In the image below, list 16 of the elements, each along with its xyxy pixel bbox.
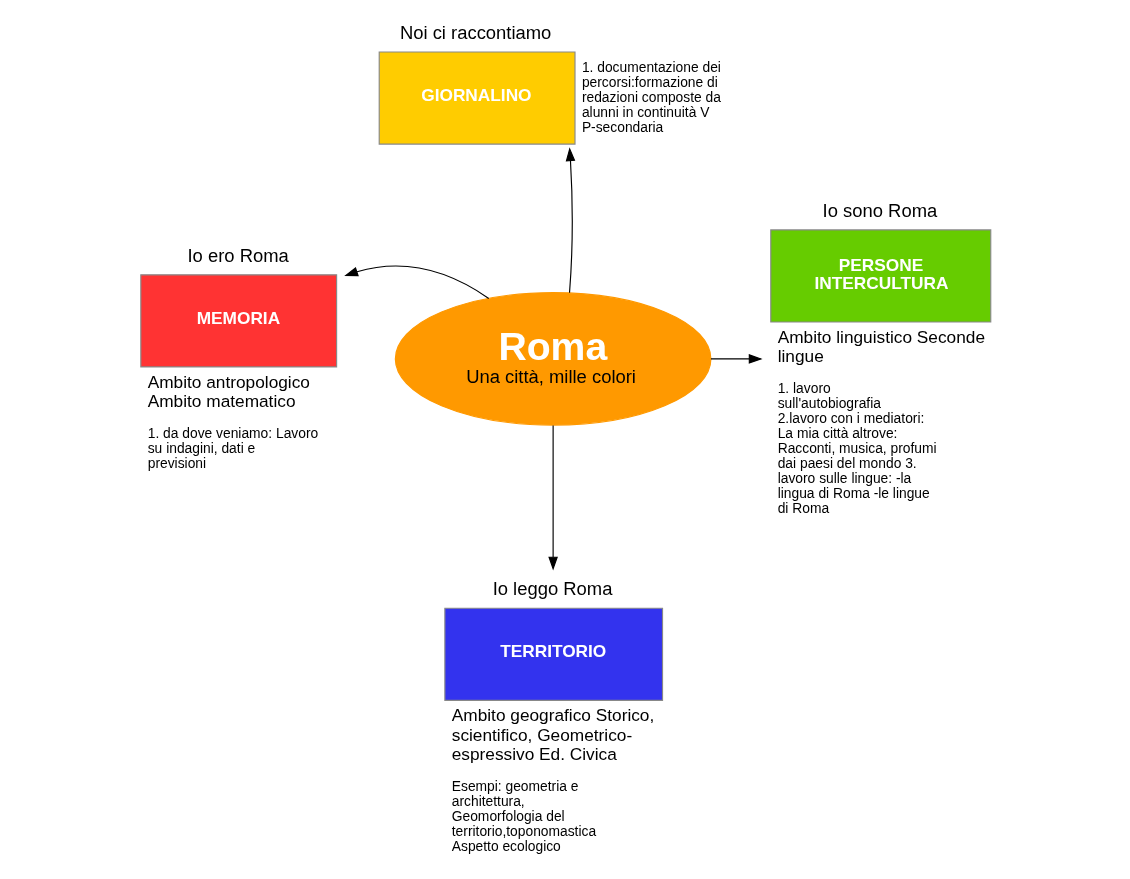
node-ellipse: Roma Una città, mille colori (394, 292, 711, 426)
arrow (343, 265, 489, 299)
node-label: Io sono Roma (822, 200, 937, 221)
node-label: Io leggo Roma (492, 578, 612, 600)
node-label: 1. da dove veniamo: Lavoro su indagini, dati e previsioni (147, 424, 318, 471)
node-label: Ambito linguistico Seconde lingue (777, 326, 985, 367)
node-label: Ambito antropologico Ambito matematico (147, 371, 310, 412)
node-label: Ambito geografico Storico, scientifico, Geometrico-espressivo Ed. Civica (451, 705, 654, 765)
node-label: 1. lavoro sull'autobiografia 2.lavoro con i mediatori: La mia città altrove: Racconti, musica, profumi dai paesi del mondo 3. lavoro sulle lingue: -la lingua di Roma -le lingue di Roma (777, 379, 937, 516)
node-label: 1. documentazione dei percorsi:formazione di redazioni composte da alunni in continuità V P-secondaria (581, 58, 721, 135)
node-label: Noi ci raccontiamo (399, 22, 551, 44)
arrow (547, 424, 558, 571)
node-label: Io ero Roma (186, 244, 289, 266)
arrow (709, 354, 763, 364)
node-label: Esempi: geometria e architettura, Geomorfologia del territorio,toponomastica Aspetto ecologico (451, 777, 596, 854)
arrow (565, 147, 575, 294)
